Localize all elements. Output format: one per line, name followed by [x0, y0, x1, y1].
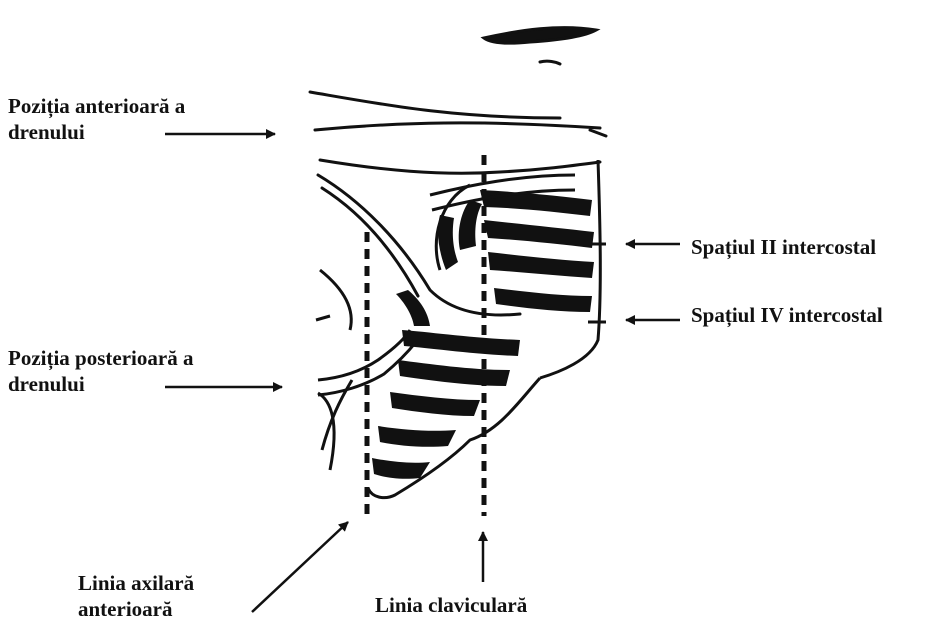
posterior-position-label-line1: Poziția posterioară a	[8, 345, 193, 371]
anterior-position-label: Poziția anterioară a drenului	[8, 93, 185, 146]
space-ii-label: Spațiul II intercostal	[691, 234, 876, 260]
posterior-position-label-line2: drenului	[8, 371, 193, 397]
space-iv-label: Spațiul IV intercostal	[691, 302, 883, 328]
axillary-line-arrow	[252, 522, 348, 612]
axillary-label-line2: anterioară	[78, 596, 194, 622]
space-markers	[588, 244, 606, 322]
anterior-position-label-line2: drenului	[8, 119, 185, 145]
anterior-position-label-line1: Poziția anterioară a	[8, 93, 185, 119]
clavicular-line-label: Linia claviculară	[375, 592, 527, 618]
axillary-label-line1: Linia axilară	[78, 570, 194, 596]
anterior-axillary-line-label: Linia axilară anterioară	[78, 570, 194, 623]
posterior-position-label: Poziția posterioară a drenului	[8, 345, 193, 398]
